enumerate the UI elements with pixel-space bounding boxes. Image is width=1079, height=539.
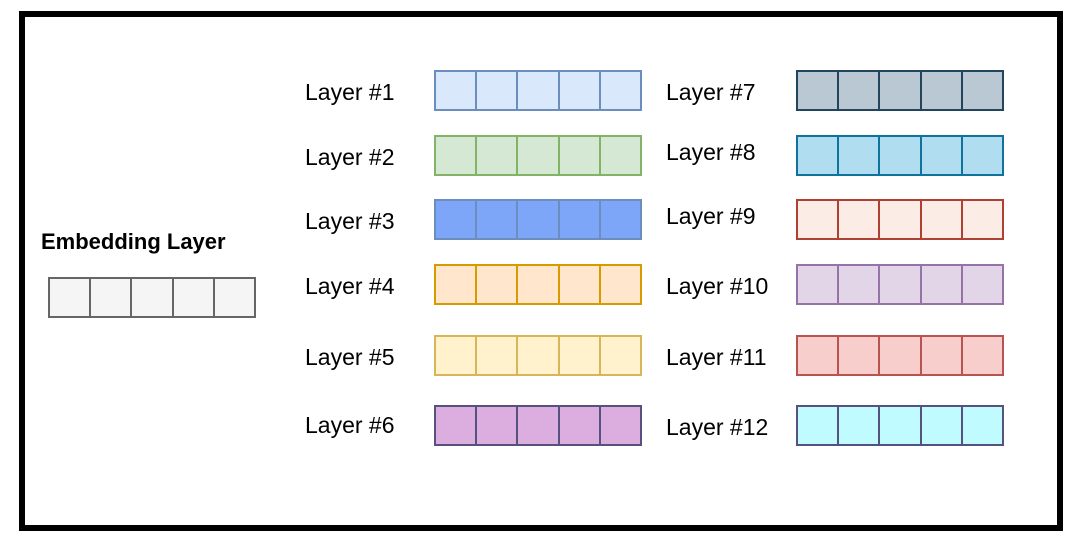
layer-bar-10 [796, 264, 1004, 305]
bar-cell [130, 279, 171, 316]
bar-cell [171, 279, 213, 316]
bar-cell [837, 201, 878, 238]
bar-cell [798, 407, 837, 444]
bar-cell [837, 266, 878, 303]
bar-cell [436, 72, 475, 109]
bar-cell [475, 137, 516, 174]
layer-label-6: Layer #6 [305, 412, 395, 438]
bar-cell [878, 337, 919, 374]
bar-cell [837, 407, 878, 444]
bar-cell [919, 201, 961, 238]
bar-cell [919, 407, 961, 444]
bar-cell [598, 137, 640, 174]
bar-cell [557, 266, 599, 303]
bar-cell [919, 337, 961, 374]
bar-cell [557, 137, 599, 174]
bar-cell [598, 72, 640, 109]
layer-bar-3 [434, 199, 642, 240]
bar-cell [598, 337, 640, 374]
bar-cell [798, 137, 837, 174]
bar-cell [89, 279, 130, 316]
layer-label-10: Layer #10 [666, 273, 769, 299]
bar-cell [212, 279, 254, 316]
layer-label-8: Layer #8 [666, 139, 756, 165]
layer-bar-11 [796, 335, 1004, 376]
layer-bar-5 [434, 335, 642, 376]
layer-label-2: Layer #2 [305, 144, 395, 170]
bar-cell [475, 407, 516, 444]
bar-cell [878, 407, 919, 444]
bar-cell [798, 72, 837, 109]
bar-cell [919, 72, 961, 109]
bar-cell [919, 137, 961, 174]
bar-cell [798, 201, 837, 238]
bar-cell [516, 72, 557, 109]
layer-bar-6 [434, 405, 642, 446]
embedding-layer-title: Embedding Layer [41, 229, 226, 254]
bar-cell [960, 266, 1002, 303]
bar-cell [557, 337, 599, 374]
bar-cell [878, 137, 919, 174]
bar-cell [436, 137, 475, 174]
bar-cell [798, 337, 837, 374]
bar-cell [436, 407, 475, 444]
layer-bar-12 [796, 405, 1004, 446]
layer-label-9: Layer #9 [666, 203, 756, 229]
layer-label-5: Layer #5 [305, 344, 395, 370]
layer-label-3: Layer #3 [305, 208, 395, 234]
layer-bar-8 [796, 135, 1004, 176]
bar-cell [919, 266, 961, 303]
bar-cell [960, 407, 1002, 444]
bar-cell [475, 201, 516, 238]
bar-cell [598, 407, 640, 444]
bar-cell [557, 72, 599, 109]
bar-cell [516, 201, 557, 238]
layer-bar-1 [434, 70, 642, 111]
bar-cell [475, 266, 516, 303]
bar-cell [878, 72, 919, 109]
bar-cell [516, 337, 557, 374]
bar-cell [837, 137, 878, 174]
bar-cell [516, 407, 557, 444]
bar-cell [960, 137, 1002, 174]
bar-cell [960, 201, 1002, 238]
bar-cell [960, 72, 1002, 109]
bar-cell [475, 72, 516, 109]
layer-bar-9 [796, 199, 1004, 240]
bar-cell [598, 266, 640, 303]
bar-cell [557, 201, 599, 238]
layer-label-7: Layer #7 [666, 79, 756, 105]
bar-cell [837, 337, 878, 374]
bar-cell [798, 266, 837, 303]
bar-cell [436, 201, 475, 238]
bar-cell [960, 337, 1002, 374]
bar-cell [878, 201, 919, 238]
bar-cell [50, 279, 89, 316]
layer-bar-7 [796, 70, 1004, 111]
bar-cell [436, 266, 475, 303]
layer-bar-4 [434, 264, 642, 305]
embedding-layer-bar [48, 277, 256, 318]
layer-label-11: Layer #11 [666, 344, 767, 370]
bar-cell [878, 266, 919, 303]
layer-label-4: Layer #4 [305, 273, 395, 299]
bar-cell [516, 266, 557, 303]
bar-cell [475, 337, 516, 374]
bar-cell [436, 337, 475, 374]
layer-bar-2 [434, 135, 642, 176]
bar-cell [837, 72, 878, 109]
layer-label-1: Layer #1 [305, 79, 395, 105]
bar-cell [557, 407, 599, 444]
layer-label-12: Layer #12 [666, 414, 769, 440]
bar-cell [598, 201, 640, 238]
bar-cell [516, 137, 557, 174]
